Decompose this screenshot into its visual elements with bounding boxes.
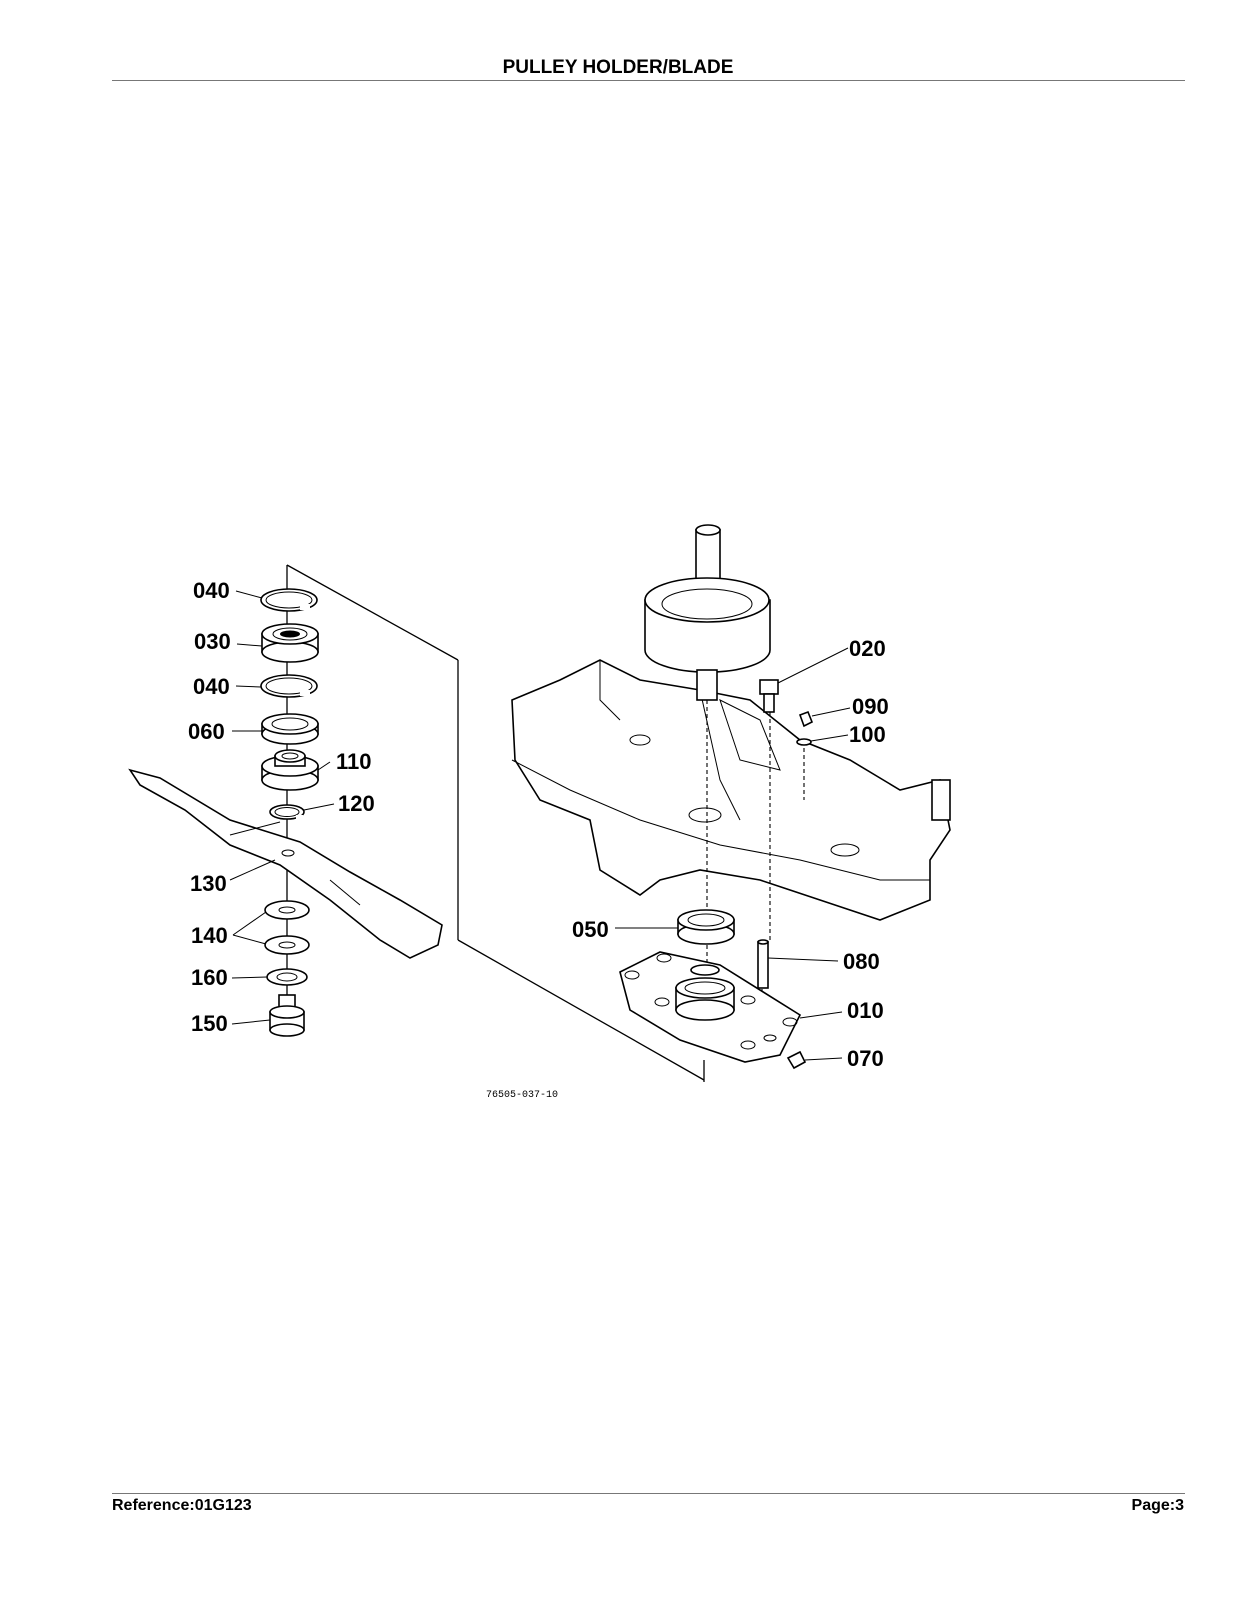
drawing-code: 76505-037-10: [486, 1090, 558, 1101]
callout-130: 130: [190, 871, 227, 896]
callout-140: 140: [191, 923, 228, 948]
pulley-holder-010: [619, 951, 802, 1063]
washer-140-a: [264, 900, 310, 920]
footer-divider: [112, 1493, 1185, 1494]
blade-130: [128, 768, 443, 959]
callout-120: 120: [338, 791, 375, 816]
washer-160: [266, 968, 308, 986]
grease-fitting-090: [798, 710, 814, 728]
callout-150: 150: [191, 1011, 228, 1036]
callout-010: 010: [847, 998, 884, 1023]
seal-050: [677, 909, 735, 945]
callout-080: 080: [843, 949, 880, 974]
callout-020: 020: [849, 636, 886, 661]
callout-030: 030: [194, 629, 231, 654]
callout-050: 050: [572, 917, 609, 942]
seal-060: [261, 713, 319, 745]
pulley-assembly: [644, 524, 771, 701]
snap-ring-120: [269, 804, 305, 820]
footer-page-number: Page:3: [1131, 1497, 1184, 1514]
callout-160: 160: [191, 965, 228, 990]
callout-100: 100: [849, 722, 886, 747]
washer-140-b: [264, 935, 310, 955]
collar-110: [261, 749, 319, 791]
washer-100: [796, 738, 812, 746]
bolt-070: [786, 1050, 807, 1070]
bolt-020: [759, 679, 779, 713]
footer-reference: Reference:01G123: [112, 1497, 252, 1514]
callout-040-bottom: 040: [193, 674, 230, 699]
mower-deck: [511, 659, 951, 921]
snap-ring-040-bottom: [260, 674, 318, 698]
callout-110: 110: [336, 749, 372, 774]
snap-ring-040-top: [260, 588, 318, 612]
callout-060: 060: [188, 719, 225, 744]
bearing-030: [261, 623, 319, 663]
header-divider: [112, 80, 1185, 81]
callout-090: 090: [852, 694, 889, 719]
nut-150: [269, 994, 305, 1037]
callout-070: 070: [847, 1046, 884, 1071]
page-title: PULLEY HOLDER/BLADE: [502, 57, 734, 78]
leader-lines: [229, 590, 851, 1061]
callout-040-top: 040: [193, 578, 230, 603]
pin-080: [757, 939, 769, 989]
